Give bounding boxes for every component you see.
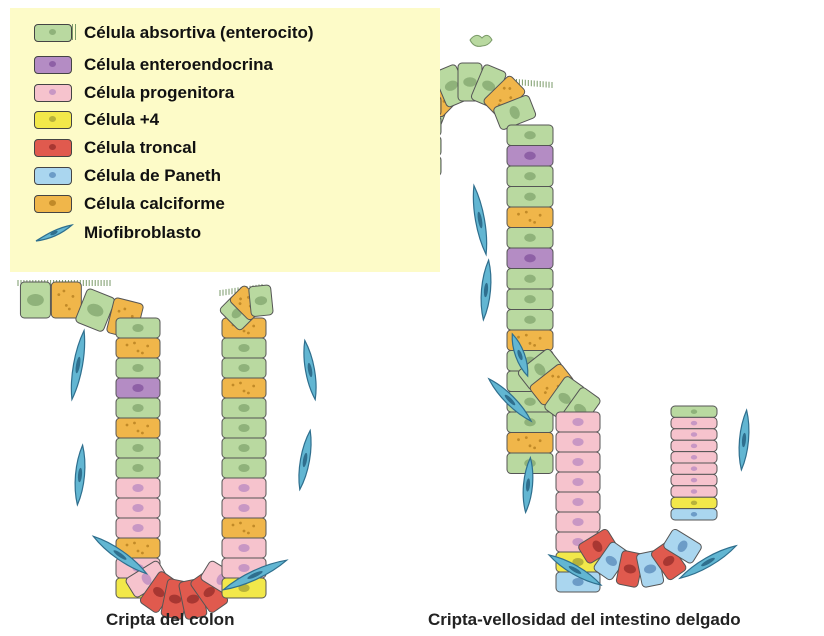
- enterocyte-cell: [222, 458, 266, 478]
- legend-box: Célula absortiva (enterocito) Célula ent…: [10, 8, 440, 272]
- progenitor-cell: [116, 518, 160, 538]
- legend-label: Célula absortiva (enterocito): [84, 23, 314, 43]
- stem-swatch-icon: [34, 139, 72, 157]
- enterocyte-cell: [116, 458, 160, 478]
- caption-colon-crypt: Cripta del colon: [106, 610, 234, 630]
- enterocyte-cell: [222, 358, 266, 378]
- enterocyte-cell: [222, 438, 266, 458]
- legend-item-enterocyte: Célula absortiva (enterocito): [34, 20, 314, 46]
- myofibroblast-cell: [67, 330, 88, 400]
- enterocyte-cell: [222, 398, 266, 418]
- enterocyte-cell: [507, 412, 553, 433]
- legend-item-progenitor: Célula progenitora: [34, 80, 234, 106]
- legend-label: Célula de Paneth: [84, 166, 221, 186]
- enterocyte-cell: [671, 406, 717, 417]
- progenitor-cell: [671, 463, 717, 474]
- legend-label: Célula enteroendocrina: [84, 55, 273, 75]
- enteroendocrine-cell: [507, 146, 553, 167]
- plus4-swatch-icon: [34, 111, 72, 129]
- enterocyte-cell: [507, 228, 553, 249]
- progenitor-cell: [671, 429, 717, 440]
- enterocyte-cell: [116, 358, 160, 378]
- progenitor-cell: [671, 417, 717, 428]
- legend-label: Célula troncal: [84, 138, 196, 158]
- enteroendocrine-cell: [507, 248, 553, 269]
- caption-intestine-crypt-villus: Cripta-vellosidad del intestino delgado: [428, 610, 741, 630]
- enterocyte-cell: [507, 125, 553, 146]
- enterocyte-cell: [116, 398, 160, 418]
- legend-label: Miofibroblasto: [84, 223, 201, 243]
- goblet-cell: [116, 418, 160, 438]
- legend-item-myofibroblast: Miofibroblasto: [34, 220, 201, 246]
- myofibroblast-cell: [469, 185, 490, 255]
- progenitor-cell: [671, 486, 717, 497]
- progenitor-cell: [556, 432, 600, 452]
- enterocyte-cell: [507, 310, 553, 331]
- goblet-swatch-icon: [34, 195, 72, 213]
- progenitor-cell: [222, 538, 266, 558]
- secretion-icon: [470, 35, 492, 46]
- enteroendocrine-swatch-icon: [34, 56, 72, 74]
- enterocyte-cell: [507, 269, 553, 290]
- enterocyte-cell: [20, 282, 50, 318]
- goblet-cell: [51, 282, 81, 318]
- enterocyte-cell: [507, 289, 553, 310]
- progenitor-cell: [556, 512, 600, 532]
- progenitor-cell: [556, 472, 600, 492]
- enterocyte-cell: [116, 438, 160, 458]
- enterocyte-cell: [248, 285, 273, 317]
- progenitor-cell: [116, 478, 160, 498]
- legend-label: Célula +4: [84, 110, 159, 130]
- plus4-cell: [671, 497, 717, 508]
- legend-item-stem: Célula troncal: [34, 135, 196, 161]
- goblet-cell: [507, 207, 553, 228]
- enterocyte-cell: [507, 187, 553, 208]
- progenitor-cell: [116, 498, 160, 518]
- legend-label: Célula calciforme: [84, 194, 225, 214]
- enteroendocrine-cell: [116, 378, 160, 398]
- progenitor-cell: [671, 452, 717, 463]
- progenitor-cell: [556, 412, 600, 432]
- legend-item-goblet: Célula calciforme: [34, 191, 225, 217]
- myofibroblast-swatch-icon: [34, 222, 74, 244]
- goblet-cell: [222, 518, 266, 538]
- enterocyte-cell: [222, 338, 266, 358]
- legend-label: Célula progenitora: [84, 83, 234, 103]
- enterocyte-cell: [507, 166, 553, 187]
- myofibroblast-cell: [73, 445, 87, 506]
- progenitor-cell: [671, 474, 717, 485]
- legend-item-plus4: Célula +4: [34, 107, 159, 133]
- goblet-cell: [507, 433, 553, 454]
- myofibroblast-cell: [737, 410, 751, 471]
- enterocyte-cell: [116, 318, 160, 338]
- myofibroblast-cell: [300, 340, 319, 401]
- enterocyte-cell: [222, 418, 266, 438]
- progenitor-cell: [222, 478, 266, 498]
- enterocyte-swatch-icon: [34, 24, 72, 42]
- progenitor-cell: [671, 440, 717, 451]
- progenitor-cell: [556, 492, 600, 512]
- progenitor-cell: [222, 498, 266, 518]
- legend-item-enteroendocrine: Célula enteroendocrina: [34, 52, 273, 78]
- goblet-cell: [116, 338, 160, 358]
- legend-item-paneth: Célula de Paneth: [34, 163, 221, 189]
- progenitor-cell: [556, 452, 600, 472]
- goblet-cell: [222, 378, 266, 398]
- progenitor-swatch-icon: [34, 84, 72, 102]
- myofibroblast-cell: [295, 430, 314, 491]
- paneth-swatch-icon: [34, 167, 72, 185]
- myofibroblast-cell: [479, 260, 493, 321]
- paneth-cell: [671, 509, 717, 520]
